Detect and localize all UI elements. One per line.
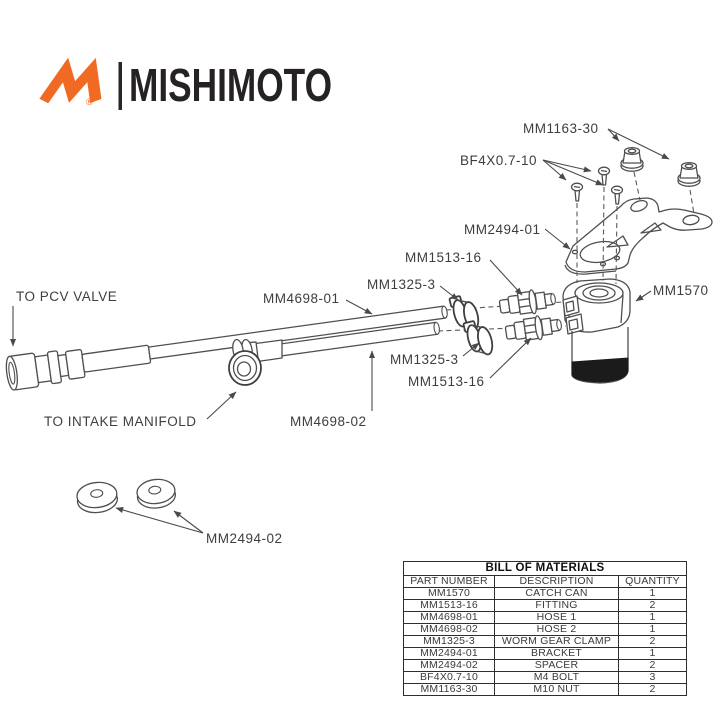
- bom-row: MM1325-3 WORM GEAR CLAMP 2: [403, 635, 688, 648]
- bom-table: BILL OF MATERIALS PART NUMBER DESCRIPTIO…: [402, 561, 688, 696]
- label-mm1325-3-lower: MM1325-3: [390, 352, 459, 367]
- label-mm1163-30: MM1163-30: [523, 121, 599, 136]
- bom-description: WORM GEAR CLAMP: [494, 635, 619, 648]
- fastener-dashes: [576, 171, 695, 285]
- bom-qty: 1: [617, 623, 688, 636]
- bom-col-part-number: PART NUMBER: [403, 575, 495, 588]
- bom-row: MM1513-16 FITTING 2: [403, 599, 688, 612]
- label-mm1513-16-lower: MM1513-16: [408, 374, 485, 389]
- bom-part: MM1570: [403, 587, 495, 600]
- bom-row: BF4X0.7-10 M4 BOLT 3: [403, 671, 688, 684]
- label-mm1570: MM1570: [653, 283, 709, 298]
- spacer-washer-drawing: [76, 481, 119, 514]
- pcv-connector-drawing: [5, 349, 86, 391]
- fitting-lower-drawing: [504, 315, 562, 341]
- m4-bolts-drawing: [570, 166, 624, 205]
- label-bf4x07-10: BF4X0.7-10: [460, 153, 537, 168]
- bom-description: SPACER: [494, 659, 619, 672]
- hose1-drawing: [81, 305, 448, 373]
- fitting-upper-drawing: [498, 289, 556, 315]
- bill-of-materials: BILL OF MATERIALS PART NUMBER DESCRIPTIO…: [402, 561, 688, 696]
- label-mm1325-3-upper: MM1325-3: [367, 277, 436, 292]
- label-mm4698-02: MM4698-02: [290, 414, 367, 429]
- logo-brand-text: MISHIMOTO: [129, 59, 332, 111]
- bom-row: MM1163-30 M10 NUT 2: [403, 683, 688, 696]
- bom-part: MM1513-16: [403, 599, 495, 612]
- bom-description: HOSE 1: [494, 611, 619, 624]
- spacer-washers-drawing: [76, 478, 177, 514]
- bom-qty: 2: [617, 683, 688, 696]
- bom-description: HOSE 2: [494, 623, 619, 636]
- bom-part: MM4698-01: [403, 611, 495, 624]
- bom-col-description: DESCRIPTION: [494, 575, 619, 588]
- bom-part: MM2494-02: [403, 659, 495, 672]
- m4-bolt-drawing: [610, 185, 624, 205]
- bom-part: BF4X0.7-10: [403, 671, 495, 684]
- mishimoto-m-mark-icon: [39, 57, 102, 104]
- bom-row: MM4698-01 HOSE 1 1: [403, 611, 688, 624]
- bom-qty: 3: [617, 671, 688, 684]
- bom-row: MM2494-01 BRACKET 1: [403, 647, 688, 660]
- bom-row: MM2494-02 SPACER 2: [403, 659, 688, 672]
- m4-bolt-drawing: [570, 182, 584, 202]
- bom-description: BRACKET: [494, 647, 619, 660]
- tee-elbow-drawing: [228, 338, 283, 386]
- bom-description: M4 BOLT: [494, 671, 619, 684]
- bom-qty: 1: [617, 587, 688, 600]
- bom-part: MM1163-30: [403, 683, 495, 696]
- bom-part: MM1325-3: [403, 635, 495, 648]
- m4-bolt-drawing: [597, 166, 611, 186]
- label-mm2494-02: MM2494-02: [206, 531, 283, 546]
- registered-mark: ®: [86, 97, 93, 107]
- bom-row: MM1570 CATCH CAN 1: [403, 587, 688, 600]
- bom-description: M10 NUT: [494, 683, 619, 696]
- label-to-intake-manifold: TO INTAKE MANIFOLD: [44, 414, 197, 429]
- label-to-pcv-valve: TO PCV VALVE: [16, 289, 117, 304]
- bracket-drawing: [564, 197, 713, 275]
- part-labels: MM1163-30 BF4X0.7-10 MM2494-01 MM1513-16…: [16, 121, 709, 546]
- mishimoto-logo: ® MISHIMOTO: [39, 57, 332, 111]
- hose-assembly-drawing: [5, 305, 448, 391]
- bom-qty: 2: [617, 659, 688, 672]
- bom-description: FITTING: [494, 599, 619, 612]
- bom-qty: 1: [617, 611, 688, 624]
- label-mm1513-16-upper: MM1513-16: [405, 250, 482, 265]
- bom-col-quantity: QUANTITY: [617, 575, 688, 588]
- m10-nut-drawing: [620, 146, 644, 172]
- worm-gear-clamp-lower-drawing: [462, 320, 494, 356]
- m10-nuts-drawing: [620, 146, 701, 187]
- bom-part: MM4698-02: [403, 623, 495, 636]
- leader-lines: [9, 128, 670, 534]
- bom-qty: 2: [617, 635, 688, 648]
- label-mm2494-01: MM2494-01: [464, 222, 541, 237]
- bom-title: BILL OF MATERIALS: [402, 561, 688, 576]
- spacer-washer-drawing: [136, 478, 177, 509]
- logo-divider: [118, 62, 122, 110]
- bom-qty: 1: [617, 647, 688, 660]
- bom-description: CATCH CAN: [494, 587, 619, 600]
- bom-qty: 2: [617, 599, 688, 612]
- bom-part: MM2494-01: [403, 647, 495, 660]
- label-mm4698-01: MM4698-01: [263, 291, 340, 306]
- catch-can-drawing: [562, 278, 631, 384]
- m10-nut-drawing: [677, 161, 701, 187]
- bom-row: MM4698-02 HOSE 2 1: [403, 623, 688, 636]
